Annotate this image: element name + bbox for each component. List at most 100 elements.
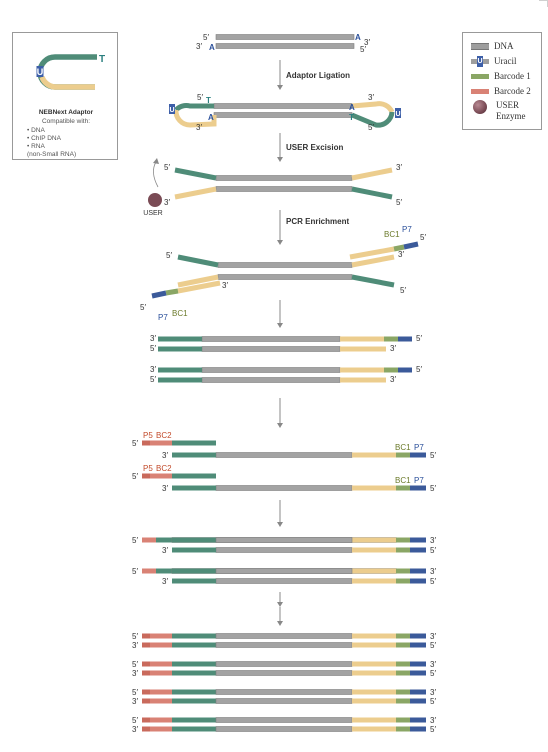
five-prime-label: 5′ bbox=[430, 697, 436, 706]
strand-segment bbox=[352, 578, 396, 584]
strand-segment bbox=[340, 346, 386, 352]
strand-segment bbox=[150, 726, 172, 732]
adaptor-compat-item: • DNA bbox=[27, 127, 45, 134]
user-label: USER bbox=[143, 210, 162, 217]
strand-segment bbox=[396, 726, 410, 732]
legend-item-barcode1: Barcode 1 bbox=[471, 70, 531, 82]
adaptor-compat-item: • RNA bbox=[27, 143, 45, 150]
strand-segment bbox=[340, 336, 384, 342]
five-prime-label: 5′ bbox=[132, 472, 138, 481]
strand-segment bbox=[396, 547, 410, 553]
strand-segment bbox=[384, 336, 398, 342]
strand-segment bbox=[352, 726, 396, 732]
p7-label: P7 bbox=[158, 313, 168, 322]
strand-segment bbox=[396, 717, 410, 723]
five-prime-label: 5′ bbox=[150, 344, 156, 353]
adaptor-arm bbox=[351, 274, 395, 288]
strand-segment bbox=[410, 642, 426, 648]
strand-segment bbox=[352, 698, 396, 704]
dna-strand bbox=[215, 726, 353, 732]
adaptor-arm bbox=[177, 280, 221, 294]
barcode2-swatch-icon bbox=[471, 88, 489, 94]
dna-strand bbox=[201, 367, 341, 373]
strand-segment bbox=[172, 670, 216, 676]
strand-segment bbox=[158, 346, 202, 352]
strand-segment bbox=[352, 485, 396, 491]
strand-segment bbox=[410, 717, 426, 723]
adaptor-arm bbox=[351, 167, 393, 181]
strand-segment bbox=[150, 717, 172, 723]
user-enzyme-icon bbox=[148, 193, 162, 207]
uracil-swatch-icon: U bbox=[471, 55, 489, 67]
three-prime-label: 3′ bbox=[398, 250, 404, 259]
three-prime-label: 3′ bbox=[222, 281, 228, 290]
strand-segment bbox=[172, 452, 216, 458]
five-prime-label: 5′ bbox=[430, 546, 436, 555]
five-prime-label: 5′ bbox=[400, 286, 406, 295]
strand-segment bbox=[172, 485, 216, 491]
strand-segment bbox=[410, 726, 426, 732]
adaptor-arm bbox=[174, 167, 217, 181]
legend-label: DNA bbox=[494, 41, 514, 51]
strand-segment bbox=[142, 689, 150, 695]
three-prime-label: 3′ bbox=[390, 375, 396, 384]
p7-segment bbox=[151, 290, 167, 299]
adaptor-loop-left bbox=[174, 103, 214, 112]
adaptor-arm bbox=[174, 186, 217, 200]
five-prime-label: 5′ bbox=[132, 660, 138, 669]
strand-segment bbox=[396, 689, 410, 695]
adaptor-compat-item: • ChIP DNA bbox=[27, 135, 61, 142]
bc1-label: BC1 bbox=[395, 443, 411, 452]
arrow-head-icon bbox=[277, 602, 283, 607]
legend-item-dna: DNA bbox=[471, 40, 514, 52]
a-tail-label: A bbox=[349, 103, 355, 112]
strand-segment bbox=[172, 698, 216, 704]
three-prime-label: 3′ bbox=[132, 641, 138, 650]
three-prime-label: 3′ bbox=[162, 451, 168, 460]
barcode1-swatch-icon bbox=[471, 73, 489, 79]
three-prime-label: 3′ bbox=[430, 536, 436, 545]
strand-segment bbox=[142, 568, 156, 574]
strand-segment bbox=[352, 547, 396, 553]
dna-strand bbox=[215, 452, 353, 458]
strand-segment bbox=[142, 537, 156, 543]
barcode1-segment bbox=[165, 288, 179, 296]
arrow-head-icon bbox=[277, 522, 283, 527]
three-prime-label: 3′ bbox=[150, 365, 156, 374]
three-prime-label: 3′ bbox=[196, 123, 202, 132]
adaptor-loop-right bbox=[351, 111, 395, 128]
adaptor-compat-item: (non-Small RNA) bbox=[27, 151, 77, 158]
adaptor-hairpin-icon: U T bbox=[36, 54, 105, 90]
three-prime-label: 3′ bbox=[396, 163, 402, 172]
adaptor-title: NEBNext Adaptor bbox=[38, 109, 94, 116]
dna-strand bbox=[201, 336, 341, 342]
a-tail-label: A bbox=[355, 33, 361, 42]
three-prime-label: 3′ bbox=[430, 632, 436, 641]
strand-segment bbox=[396, 578, 410, 584]
adaptor-arm bbox=[351, 186, 393, 200]
strand-segment bbox=[352, 661, 396, 667]
strand-segment bbox=[340, 367, 384, 373]
five-prime-label: 5′ bbox=[203, 33, 209, 42]
strand-segment bbox=[150, 670, 172, 676]
dna-strand bbox=[213, 112, 353, 118]
strand-segment bbox=[172, 473, 216, 479]
strand-segment bbox=[150, 633, 172, 639]
user-enzyme-icon bbox=[473, 100, 487, 114]
strand-segment bbox=[352, 568, 396, 574]
strand-segment bbox=[172, 537, 216, 543]
strand-segment bbox=[142, 473, 150, 479]
arrow-head-icon bbox=[277, 85, 283, 90]
five-prime-label: 5′ bbox=[430, 641, 436, 650]
strand-segment bbox=[352, 452, 396, 458]
strand-segment bbox=[340, 377, 386, 383]
strand-segment bbox=[150, 473, 172, 479]
five-prime-label: 5′ bbox=[430, 484, 436, 493]
dna-strand bbox=[215, 175, 353, 181]
five-prime-label: 5′ bbox=[164, 163, 170, 172]
bc2-label: BC2 bbox=[156, 464, 172, 473]
legend-label: Uracil bbox=[494, 56, 517, 66]
dna-strand bbox=[215, 568, 353, 574]
strand-segment bbox=[142, 642, 150, 648]
bc2-label: BC2 bbox=[156, 431, 172, 440]
